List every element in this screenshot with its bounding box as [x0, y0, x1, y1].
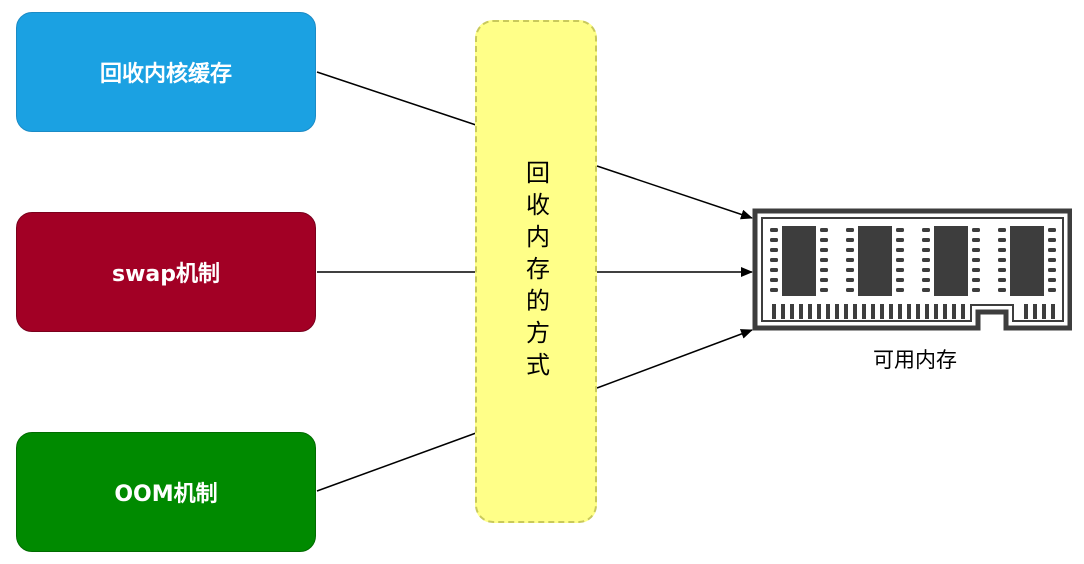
reclaim-method-label: 回收内存的方式	[521, 159, 550, 384]
reclaim-kernel-cache-box: 回收内核缓存	[16, 12, 316, 132]
swap-label: swap机制	[111, 262, 220, 287]
reclaim-method-container: 回收内存的方式	[475, 20, 597, 523]
reclaim-kernel-cache-label: 回收内核缓存	[99, 62, 232, 87]
swap-box: swap机制	[16, 212, 316, 332]
oom-box: OOM机制	[16, 432, 316, 552]
arrow-to-memory-top	[596, 165, 753, 220]
oom-label: OOM机制	[114, 482, 218, 507]
ram-module-icon	[752, 208, 1072, 331]
arrow-to-memory-bottom	[596, 329, 753, 389]
line-cache-to-method	[316, 71, 477, 126]
available-memory-label: 可用内存	[873, 348, 957, 372]
line-oom-to-method	[316, 432, 477, 492]
